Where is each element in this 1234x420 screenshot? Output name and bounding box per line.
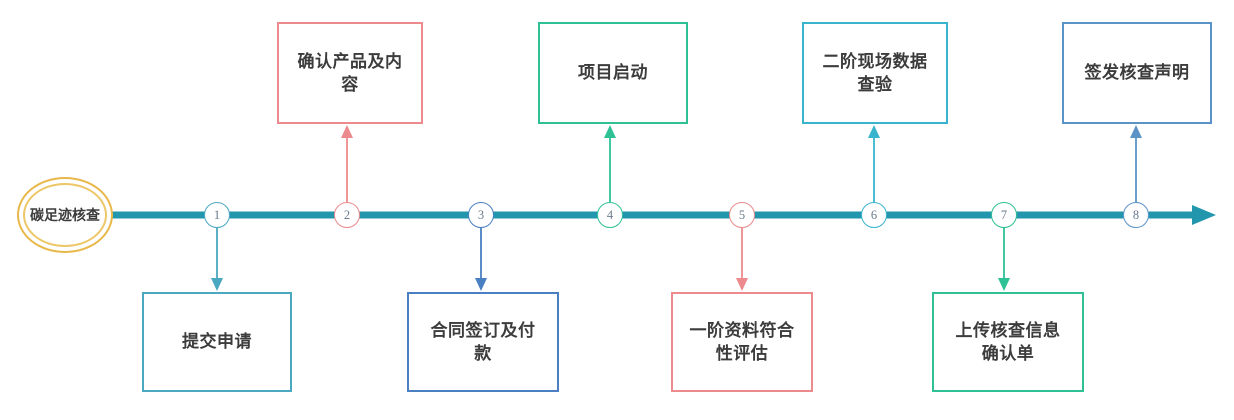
connector-arrowhead-1 [211,278,223,291]
step-box-label-8: 签发核查声明 [1084,63,1190,83]
connector-arrowhead-6 [868,125,880,138]
timeline-node-8[interactable]: 8 [1123,202,1149,228]
connector-arrowhead-4 [604,125,616,138]
timeline-node-5[interactable]: 5 [729,202,755,228]
start-node-label-line2: 核查 [72,206,100,223]
step-box-label-1: 提交申请 [182,332,252,352]
step-box-label-4: 项目启动 [578,63,648,83]
timeline-node-1[interactable]: 1 [204,202,230,228]
start-node-label-line1: 碳足迹 [30,206,72,223]
step-box-4[interactable]: 项目启动 [538,22,688,124]
timeline-node-number-2: 2 [343,207,351,222]
connector-arrowhead-2 [341,125,353,138]
timeline-node-6[interactable]: 6 [861,202,887,228]
step-box-2[interactable]: 确认产品及内容 [277,22,423,124]
step-box-label-3: 合同签订及付款 [430,320,536,363]
step-box-8[interactable]: 签发核查声明 [1062,22,1212,124]
start-node-label: 碳足迹核查 [30,206,100,225]
connector-arrowhead-7 [998,278,1010,291]
timeline-node-4[interactable]: 4 [597,202,623,228]
timeline-node-number-4: 4 [606,207,614,222]
step-box-5[interactable]: 一阶资料符合性评估 [671,292,813,392]
timeline-node-number-7: 7 [1000,207,1008,222]
timeline-node-number-5: 5 [738,207,746,222]
start-node[interactable]: 碳足迹核查 [17,177,113,253]
step-box-6[interactable]: 二阶现场数据查验 [802,22,948,124]
timeline-node-number-3: 3 [477,207,485,222]
timeline-node-7[interactable]: 7 [991,202,1017,228]
step-box-3[interactable]: 合同签订及付款 [407,292,559,392]
timeline-node-number-8: 8 [1132,207,1140,222]
step-box-1[interactable]: 提交申请 [142,292,292,392]
start-node-inner-ring: 碳足迹核查 [23,183,107,247]
timeline-node-2[interactable]: 2 [334,202,360,228]
step-box-label-6: 二阶现场数据查验 [822,51,928,94]
timeline-node-3[interactable]: 3 [468,202,494,228]
step-box-7[interactable]: 上传核查信息确认单 [932,292,1084,392]
connector-arrowhead-5 [736,278,748,291]
step-box-label-2: 确认产品及内容 [297,51,403,94]
timeline-axis-arrowhead [1192,205,1216,225]
step-box-label-7: 上传核查信息确认单 [955,320,1061,363]
step-box-label-5: 一阶资料符合性评估 [689,320,795,363]
connector-arrowhead-8 [1130,125,1142,138]
connector-arrowhead-3 [475,278,487,291]
timeline-node-number-1: 1 [213,207,221,222]
timeline-node-number-6: 6 [870,207,878,222]
